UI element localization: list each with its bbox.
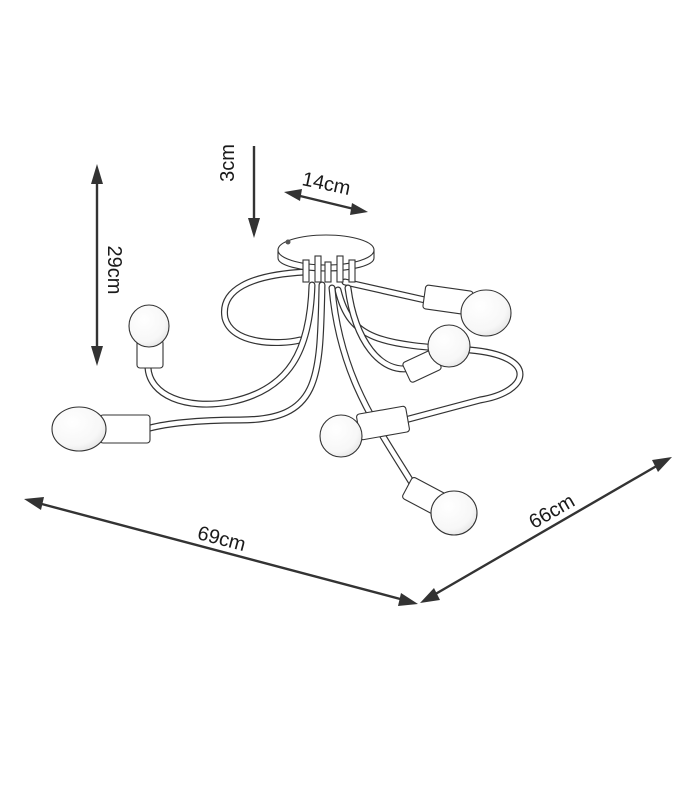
dimension-width: 69cm	[24, 497, 418, 606]
dimension-canopy-height: 3cm	[217, 144, 260, 238]
dimension-canopy-diameter: 14cm	[284, 168, 368, 215]
dimension-label-height: 29cm	[103, 246, 125, 295]
lamp-illustration	[51, 234, 524, 536]
arm-front-down	[328, 284, 419, 492]
ceiling-canopy	[277, 234, 375, 283]
bulb-back-right	[422, 284, 512, 337]
dimension-label-canopy-height: 3cm	[217, 144, 239, 182]
bulb-right-mid	[402, 324, 471, 383]
arm-left-lower	[146, 281, 326, 432]
bulb-front-bottom	[402, 476, 478, 536]
dimension-height-total: 29cm	[91, 164, 125, 366]
arm-back-right	[221, 268, 429, 347]
screw-icon	[285, 239, 291, 245]
arm-right-mid	[344, 284, 416, 373]
bulb-left-lower	[51, 406, 151, 452]
bulb-left-upper	[128, 304, 170, 369]
arm-left-upper	[144, 281, 316, 408]
dimension-label-canopy-diameter: 14cm	[300, 168, 352, 200]
bulb-center-front	[319, 405, 410, 458]
